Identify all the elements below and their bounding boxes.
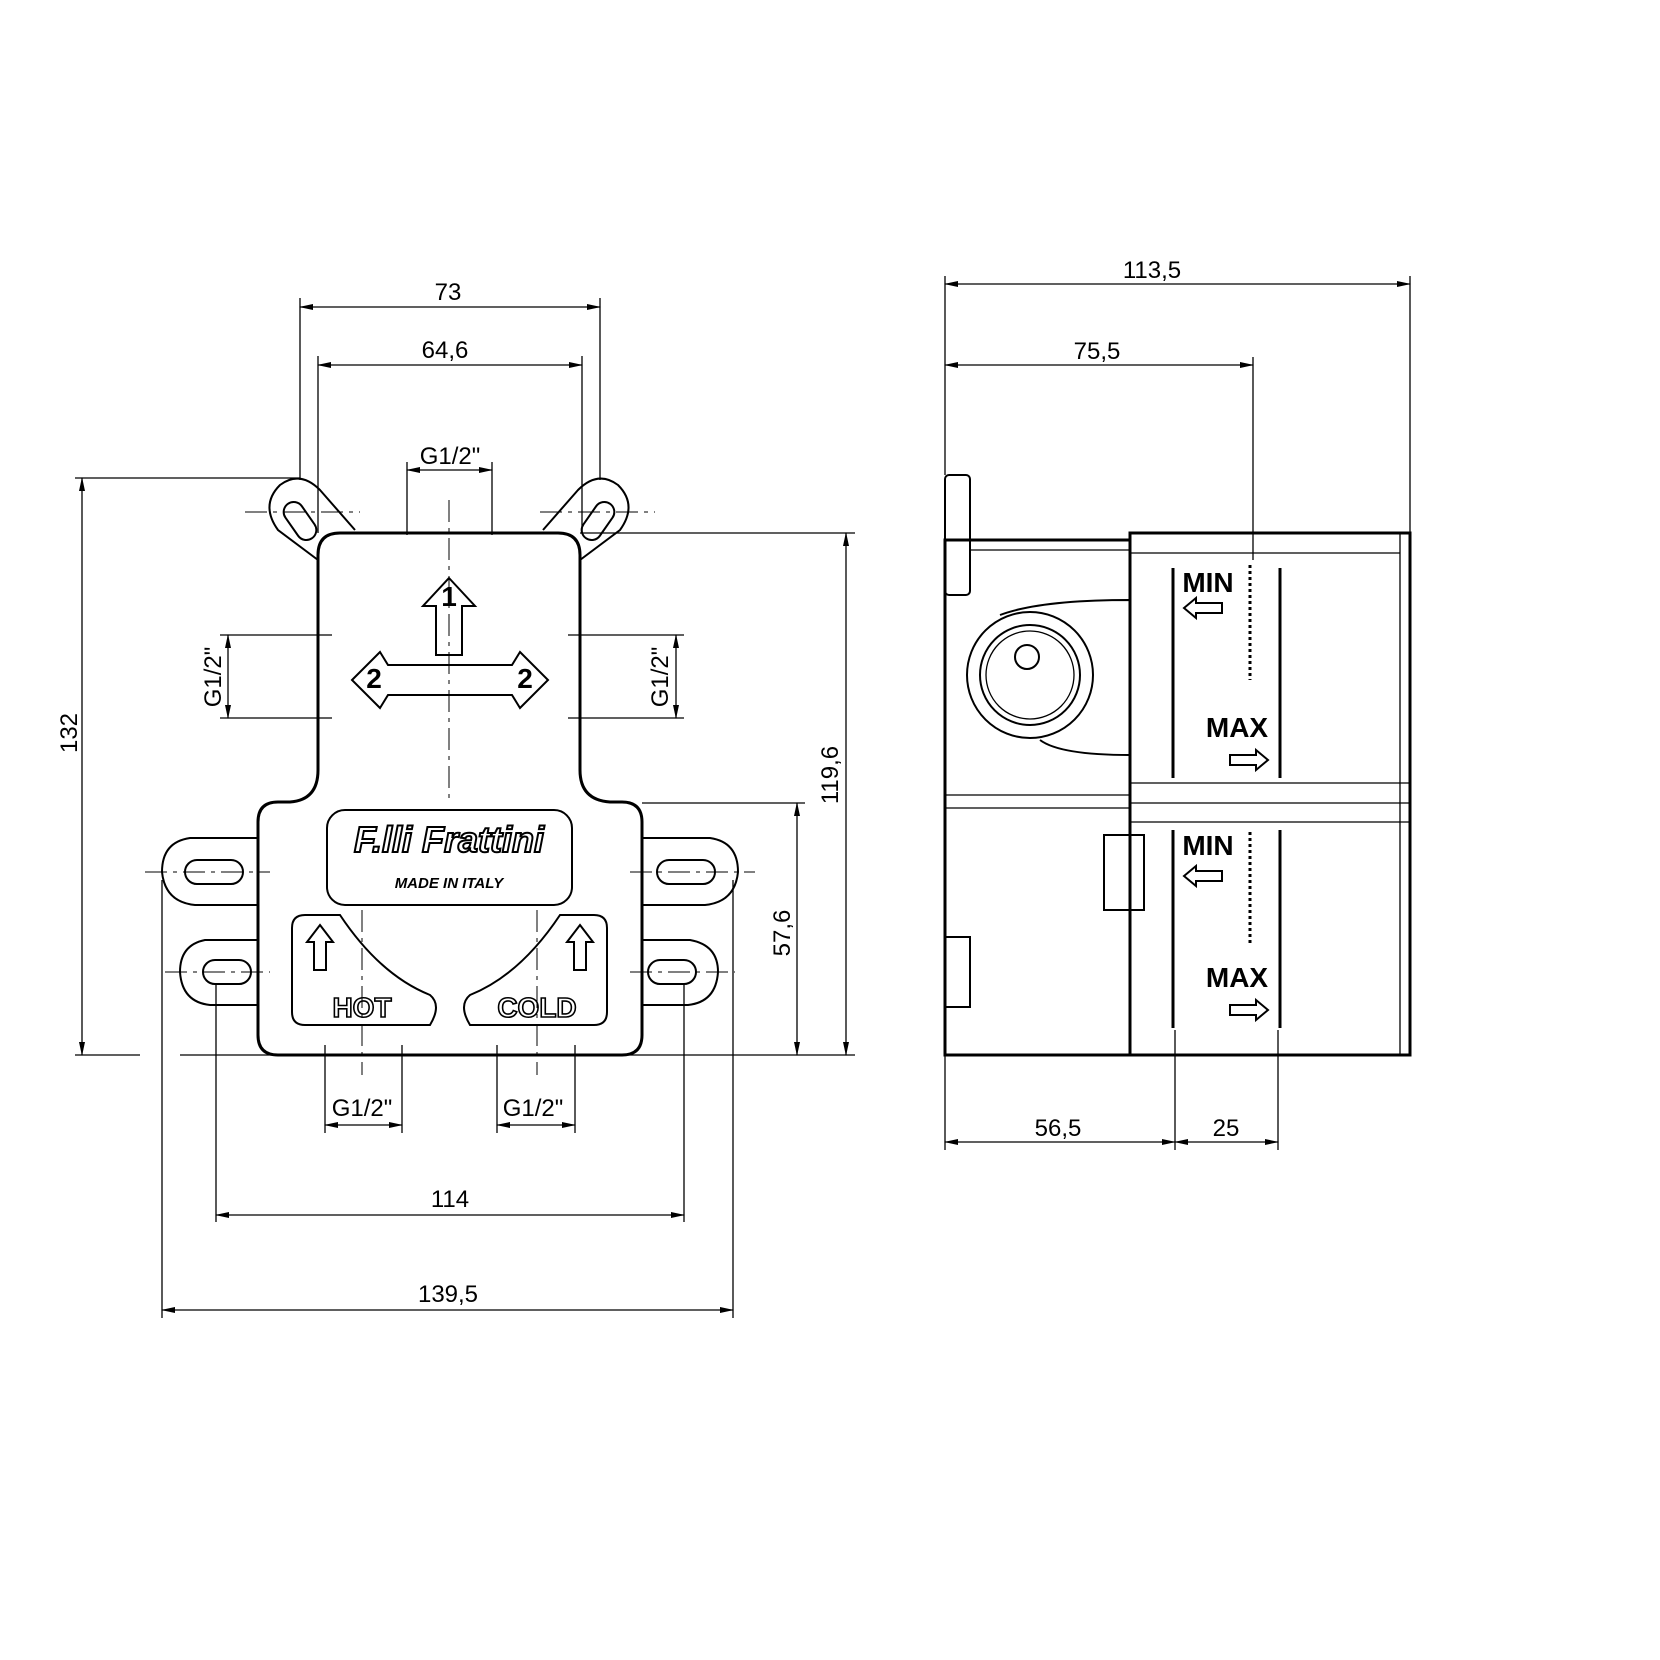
port-outer [966,611,1094,739]
front-dimensions: 73 64,6 G1/2" 132 119,6 57,6 G1/2" G1/2"… [56,279,855,1318]
min-label-top: MIN [1182,567,1233,598]
side-dimensions: 113,5 75,5 56,5 25 [944,257,1411,1150]
arrow-left-label: 2 [366,663,382,694]
cartridge-box [1128,531,1412,1057]
dim-113-5: 113,5 [1123,257,1181,284]
max-label-bottom: MAX [1206,962,1269,993]
mounting-ear-top-right [542,477,630,561]
arrow-left-min-icon [1182,863,1223,889]
min-label-bottom: MIN [1182,830,1233,861]
arrow-right-max-icon [1229,997,1270,1023]
side-view: MIN MAX MIN MAX [943,474,1412,1057]
brand-logo: F.lli Frattini [354,819,545,860]
mounting-ear-top-left [268,477,356,561]
dim-g12-hot: G1/2" [332,1095,393,1122]
dim-73: 73 [435,279,462,306]
arrow-right-max-icon [1229,747,1270,773]
dim-64-6: 64,6 [422,337,469,364]
dim-g12-right: G1/2" [647,647,674,708]
body-rear [943,538,1132,1057]
hot-inlet-plate [291,914,437,1026]
dim-g12-top: G1/2" [420,443,481,470]
dim-139-5: 139,5 [418,1281,478,1308]
mounting-ears-side [160,837,740,1006]
dim-g12-left: G1/2" [200,647,227,708]
arrow-up-hot-icon [304,923,336,971]
cold-inlet-plate [463,914,608,1026]
arrow-left-min-icon [1182,595,1223,621]
dim-119-6: 119,6 [817,746,844,804]
logo-plate [326,809,573,906]
arrow-right-label: 2 [517,663,533,694]
arrow-horizontal-2-icon [350,650,550,710]
dim-75-5: 75,5 [1074,338,1121,365]
side-tab [1103,834,1145,911]
made-in-italy-label: MADE IN ITALY [395,875,506,892]
dim-25: 25 [1213,1115,1240,1142]
dim-56-5: 56,5 [1035,1115,1082,1142]
dim-114: 114 [431,1186,469,1213]
max-label-top: MAX [1206,712,1269,743]
rear-lug [944,936,971,1008]
flange [944,474,971,596]
dim-g12-cold: G1/2" [503,1095,564,1122]
front-view: 1 2 2 F.lli Frattini MADE IN ITALY HOT C… [145,477,755,1075]
dim-57-6: 57,6 [769,910,796,957]
dim-132: 132 [56,713,83,753]
arrow-up-cold-icon [564,923,596,971]
